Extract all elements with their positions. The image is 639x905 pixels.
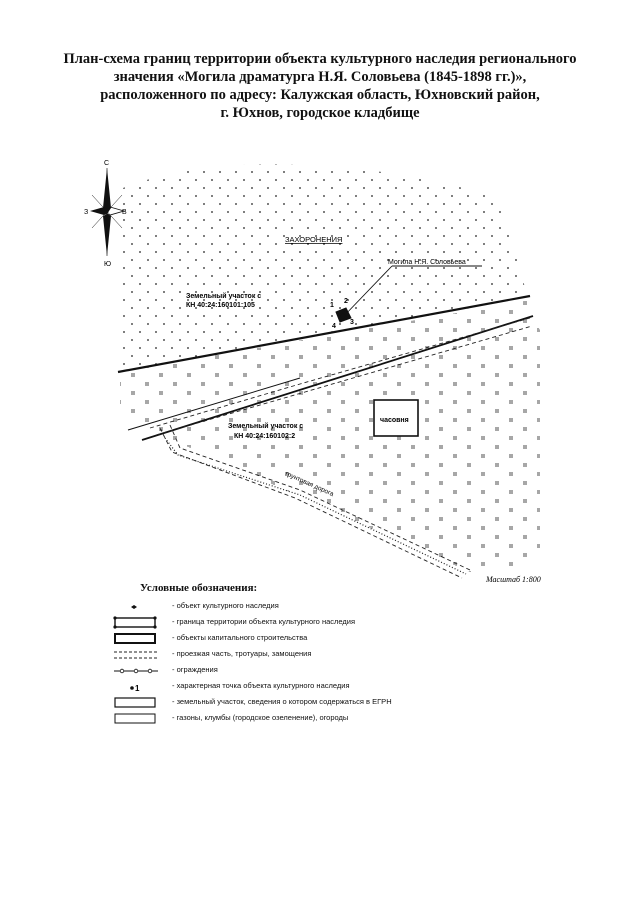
point-label-2: 2 [344, 298, 348, 305]
plot2-label-line2: КН 40:24:160102:2 [234, 433, 295, 440]
map-title: План-схема границ территории объекта кул… [40, 50, 600, 122]
lawn-symbol-icon [114, 713, 156, 724]
legend-item-buildings: - объекты капитального строительства [112, 632, 532, 646]
dirt-road [169, 424, 471, 571]
legend-item-roads: - проезжая часть, тротуары, замощения [112, 648, 532, 662]
legend-item-lawns: - газоны, клумбы (городское озеленение),… [112, 712, 532, 726]
svg-text:1: 1 [135, 684, 140, 693]
compass-east: В [122, 209, 127, 216]
burial-area [118, 164, 528, 371]
road-dashed [149, 317, 531, 429]
grave-label: Могила Н.Я. Соловьева [388, 259, 466, 266]
plot-boundary-line-2 [141, 315, 534, 441]
legend-title: Условные обозначения: [140, 582, 258, 594]
fence-symbol-icon [114, 668, 158, 674]
chapel-label: часовня [380, 417, 409, 424]
point-symbol-icon: 1 [130, 684, 140, 693]
plot2-label-line1: Земельный участок с [228, 422, 303, 430]
plot1-label-line2: КН 40:24:160101:105 [186, 302, 255, 309]
heritage-object-marker [340, 313, 346, 319]
legend-item-land-plot: - земельный участок, сведения о котором … [112, 696, 532, 710]
building-symbol-icon [114, 633, 156, 644]
compass-north: С [104, 160, 109, 167]
lawn-area [120, 300, 540, 572]
legend-item-heritage-boundary: - граница территории объекта культурного… [112, 616, 532, 630]
scale-label: Масштаб 1:800 [485, 575, 541, 584]
point-label-3: 3 [350, 319, 354, 326]
title-line-3: расположенного по адресу: Калужская обла… [100, 87, 540, 103]
legend-item-fences: - ограждения [112, 664, 532, 678]
legend-item-heritage-object: - объект культурного наследия [112, 600, 532, 614]
compass-west: З [84, 209, 88, 216]
boundary-symbol-icon [113, 616, 157, 629]
compass-south: Ю [104, 261, 111, 268]
burials-label: ЗАХОРОНЕНИЯ [285, 235, 342, 244]
heritage-marker-icon [131, 605, 137, 609]
road-symbol-icon [114, 651, 158, 659]
plot-boundary-line [117, 294, 531, 374]
point-label-1: 1 [330, 302, 334, 309]
title-line-1: План-схема границ территории объекта кул… [63, 51, 577, 67]
plot1-label-line1: Земельный участок с [186, 292, 261, 300]
compass-rose-icon [90, 168, 126, 256]
grave-leader-line [341, 265, 393, 319]
point-label-4: 4 [332, 323, 336, 330]
title-line-4: г. Юхнов, городское кладбище [220, 105, 420, 121]
chapel-building [373, 399, 419, 437]
legend-item-points: 1 - характерная точка объекта культурног… [112, 680, 532, 694]
title-line-2: значения «Могила драматурга Н.Я. Соловье… [113, 69, 527, 85]
land-plot-symbol-icon [114, 697, 156, 708]
